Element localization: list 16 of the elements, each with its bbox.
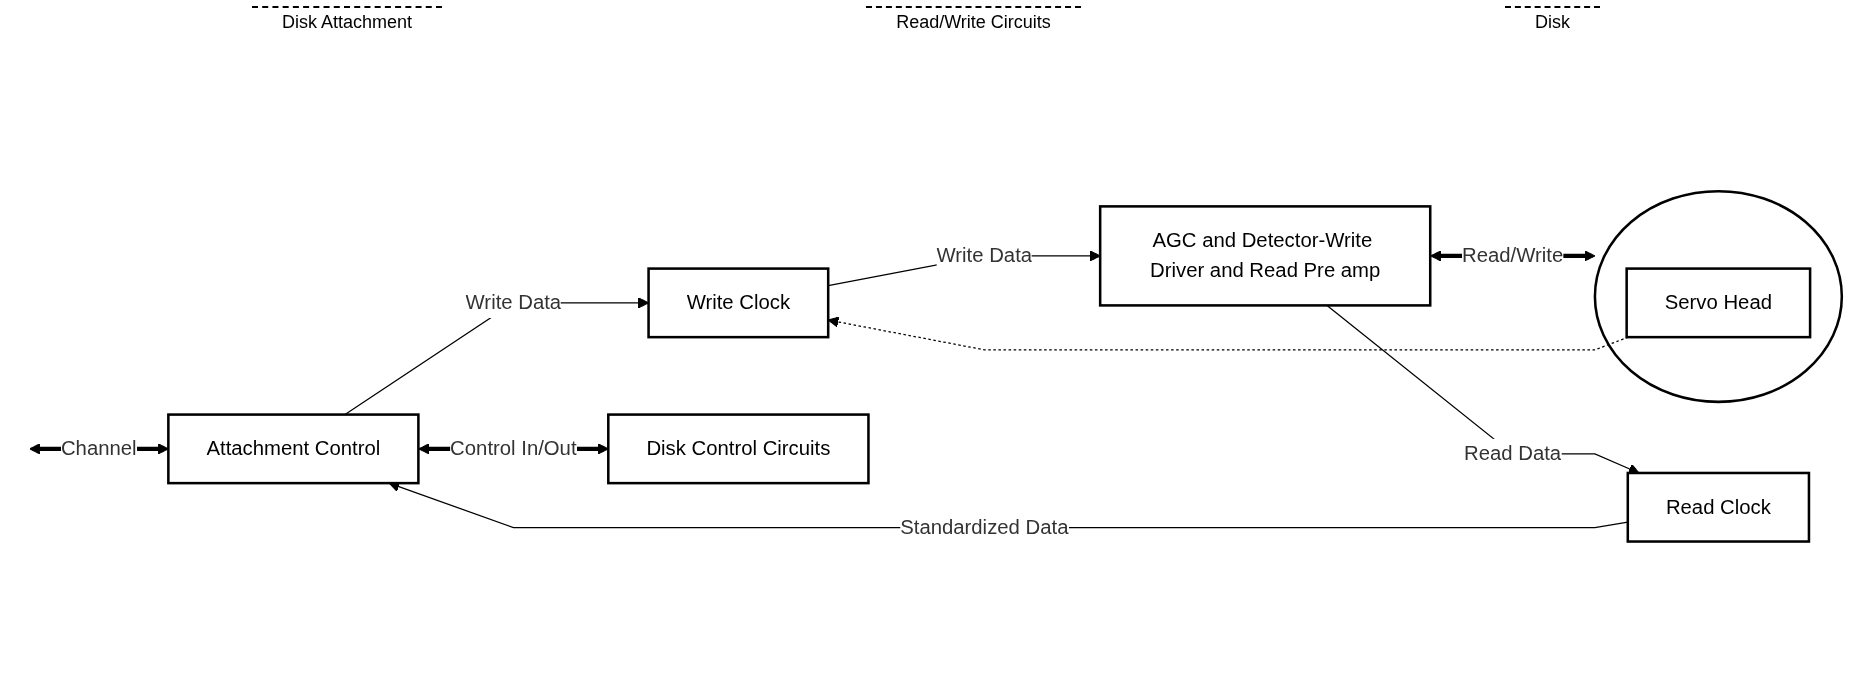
node-box: Read Clock <box>1626 471 1811 543</box>
node-box: Servo Head <box>1625 266 1812 338</box>
edge-label: Write Data <box>936 243 1033 266</box>
edge-label: Standardized Data <box>900 515 1069 538</box>
bracket-label: Disk Attachment <box>252 6 443 37</box>
node-box: Attachment Control <box>167 412 420 484</box>
edge-label: Read Data <box>1464 442 1562 464</box>
bracket-label: Disk <box>1504 6 1600 37</box>
node-box: Disk Control Circuits <box>607 412 870 484</box>
node-box: AGC and Detector-Write Driver and Read Pre amp <box>1098 204 1432 307</box>
edge-label: Write Data <box>465 290 562 313</box>
edge-label: Channel <box>60 436 137 459</box>
edge-label: Read/Write <box>1461 243 1564 266</box>
bracket-label: Read/Write Circuits <box>866 6 1081 37</box>
node-box: Write Clock <box>647 266 830 338</box>
edge-label: Control In/Out <box>450 436 577 459</box>
